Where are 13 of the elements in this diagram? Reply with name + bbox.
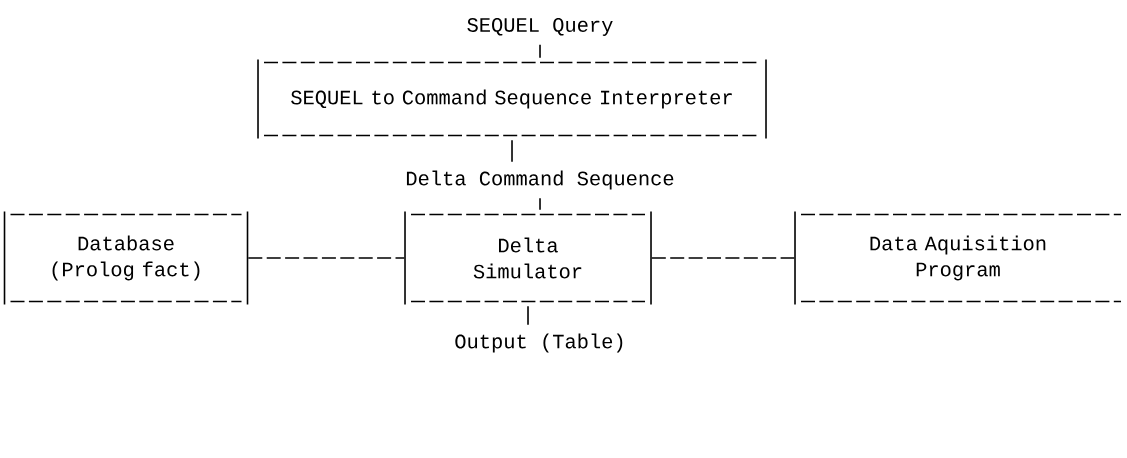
label-text: SEQUEL Query	[467, 18, 613, 36]
connector-line	[539, 43, 541, 59]
process-box: SEQUEL to Command Sequence Interpreter	[257, 58, 767, 140]
process-box: Database (Prolog fact)	[3, 210, 249, 306]
label-text: Delta Command Sequence	[406, 170, 674, 190]
label-text: Output (Table)	[455, 333, 623, 353]
connector-line	[539, 197, 541, 211]
connector-line	[651, 257, 795, 259]
connector-line	[511, 139, 513, 163]
process-box: Data Aquisition Program	[794, 210, 1122, 306]
process-box: Delta Simulator	[404, 210, 652, 306]
connector-line	[527, 305, 529, 326]
connector-line	[247, 257, 405, 259]
